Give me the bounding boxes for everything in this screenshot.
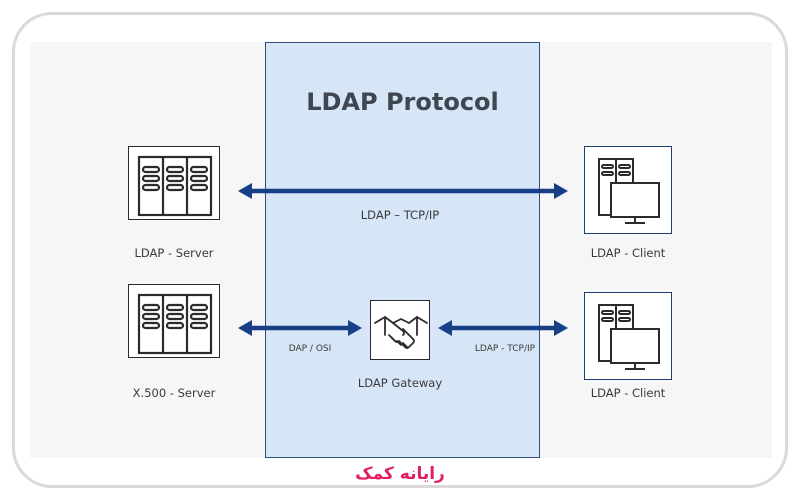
ldap-client-top-label: LDAP - Client — [590, 246, 666, 260]
diagram-title: LDAP Protocol — [306, 88, 499, 116]
ldap-client-bottom-label: LDAP - Client — [590, 386, 666, 400]
x500-server-label: X.500 - Server — [132, 386, 216, 400]
brand-text: رایانه کمک — [355, 464, 445, 484]
ldap-gateway-label: LDAP Gateway — [357, 376, 443, 390]
top-connection-arrow — [238, 183, 568, 199]
ldap-client-top-node — [584, 146, 672, 234]
dap-osi-arrow — [238, 320, 362, 336]
ldap-server-label: LDAP - Server — [134, 246, 214, 260]
desktop-computer-icon — [598, 158, 660, 224]
x500-server-node — [128, 284, 220, 358]
handshake-icon — [374, 316, 428, 349]
dap-osi-label: DAP / OSI — [288, 344, 332, 354]
server-rack-icon — [137, 293, 213, 355]
desktop-computer-icon — [598, 304, 660, 370]
ldap-gateway-node — [370, 300, 430, 360]
ldap-protocol-panel — [265, 42, 540, 458]
brand-logo: رایانه کمک — [330, 460, 470, 488]
gateway-client-arrow — [438, 320, 568, 336]
gateway-client-connection-label: LDAP - TCP/IP — [474, 344, 536, 354]
top-connection-label: LDAP – TCP/IP — [360, 208, 440, 222]
ldap-server-node — [128, 146, 220, 220]
server-rack-icon — [137, 155, 213, 217]
ldap-client-bottom-node — [584, 292, 672, 380]
